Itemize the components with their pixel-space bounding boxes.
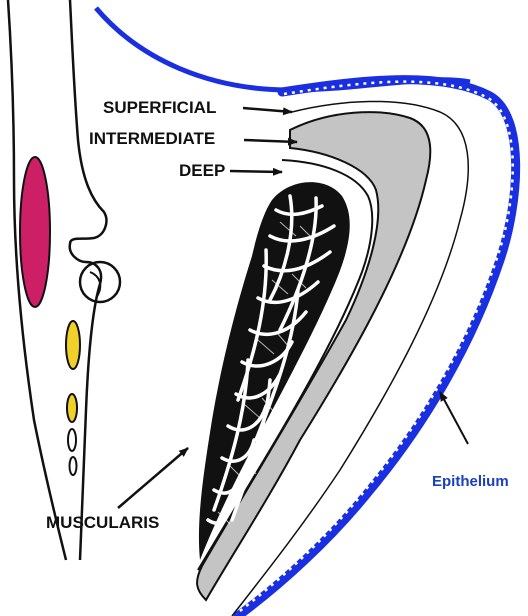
yellow-vessel-2: [67, 394, 77, 422]
label-muscularis-group: MUSCULARIS: [46, 448, 188, 532]
arrow-icon: [118, 448, 188, 508]
yellow-vessel-3: [68, 429, 76, 451]
label-intermediate: INTERMEDIATE: [89, 129, 215, 148]
label-epithelium: Epithelium: [432, 473, 509, 490]
label-superficial: SUPERFICIAL: [103, 98, 216, 117]
yellow-vessel-4: [70, 457, 77, 475]
label-muscularis: MUSCULARIS: [46, 513, 159, 532]
arrow-icon: [243, 108, 292, 112]
label-epithelium-group: Epithelium: [432, 392, 509, 490]
label-superficial-group: SUPERFICIAL: [103, 98, 292, 117]
arrow-icon: [440, 392, 468, 444]
arrow-icon: [230, 171, 282, 172]
left-structure: [8, 0, 120, 560]
left-tube-outline-inner: [70, 0, 107, 560]
label-deep: DEEP: [179, 161, 225, 180]
label-intermediate-group: INTERMEDIATE: [89, 129, 297, 148]
magenta-gland: [20, 157, 50, 307]
label-deep-group: DEEP: [179, 161, 282, 180]
yellow-vessel-1: [66, 321, 80, 369]
